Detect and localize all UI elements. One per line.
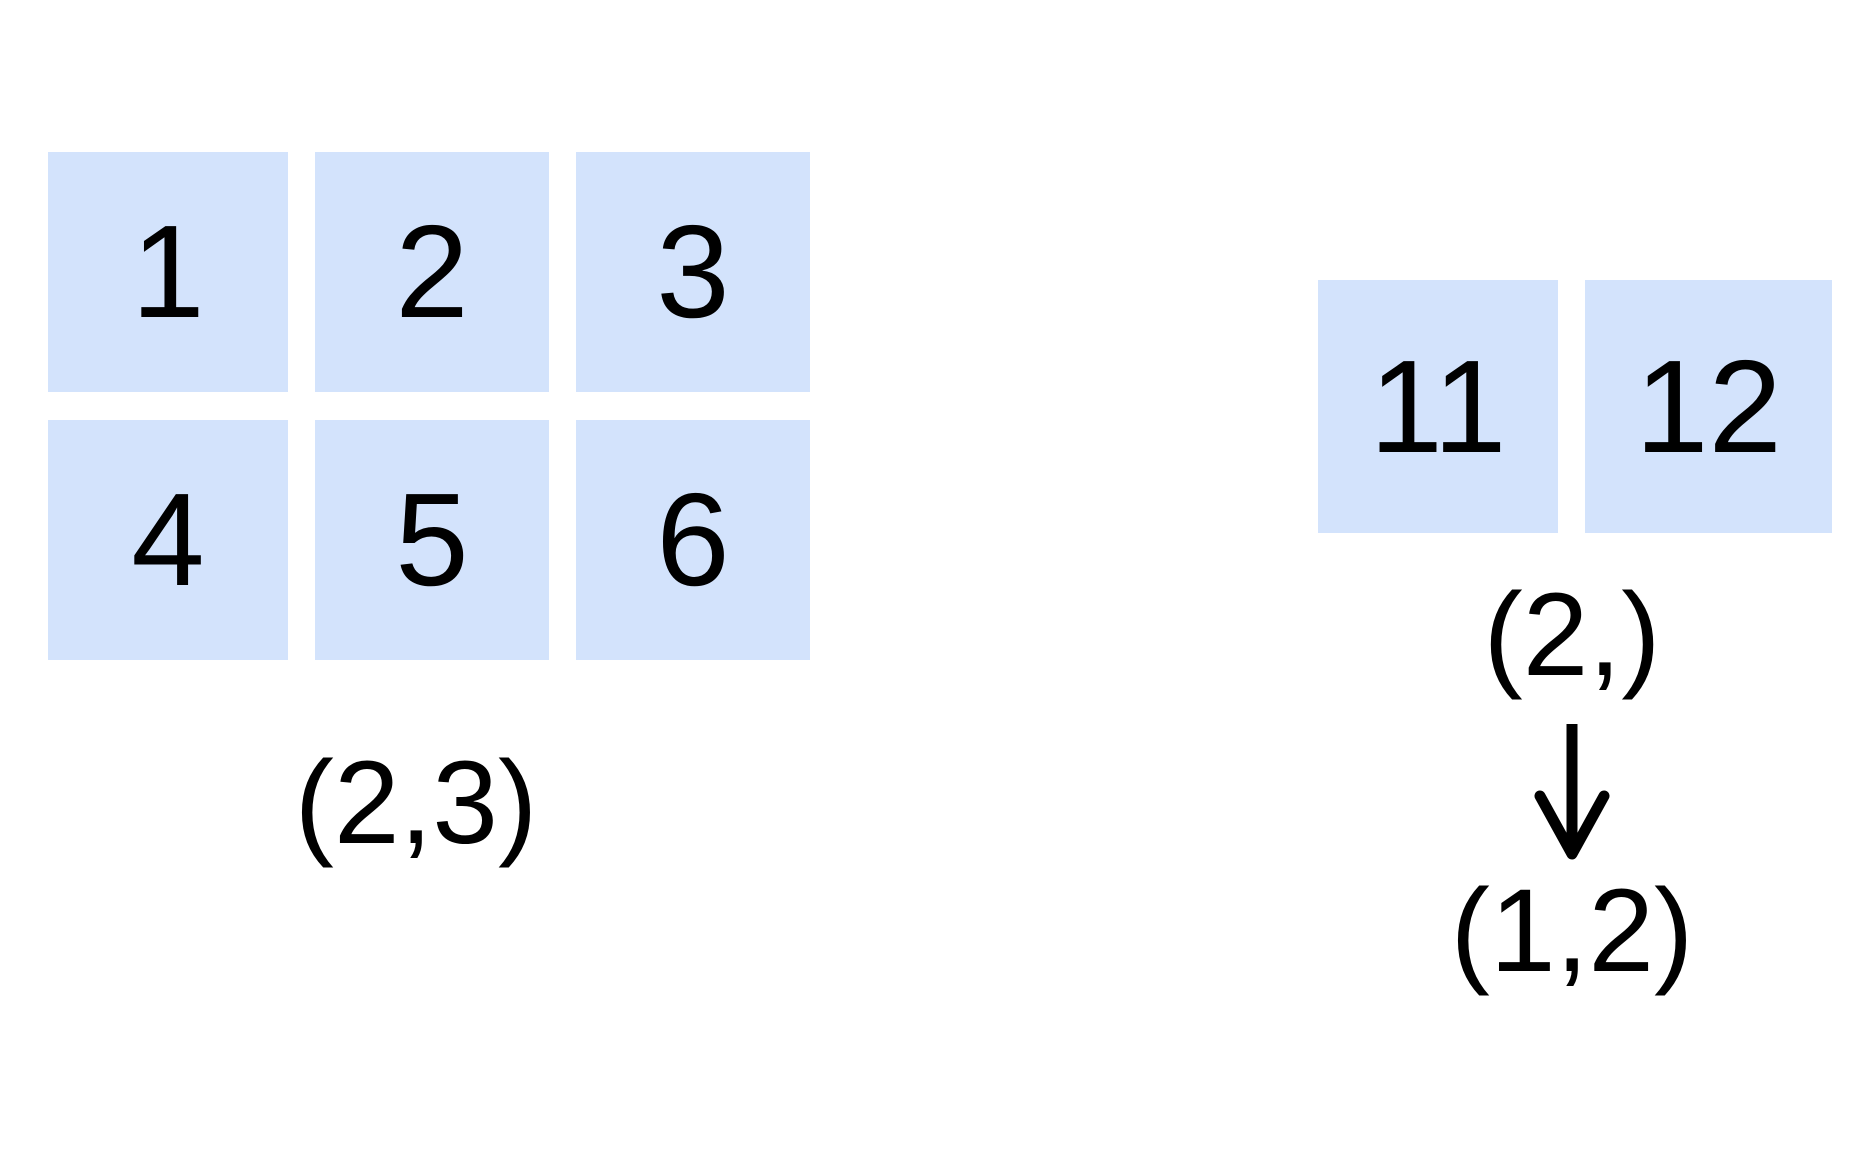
- matrix-cell: 6: [576, 420, 810, 660]
- result-shape-label: (1,2): [1450, 865, 1694, 997]
- matrix-cell: 1: [48, 152, 288, 392]
- matrix-cell: 3: [576, 152, 810, 392]
- matrix-cell: 5: [315, 420, 549, 660]
- arrow-down-icon: [1534, 724, 1610, 860]
- vector-cell: 12: [1585, 280, 1832, 533]
- vector-cell: 11: [1318, 280, 1558, 533]
- matrix-cell: 2: [315, 152, 549, 392]
- matrix-shape-label: (2,3): [294, 737, 538, 869]
- vector-shape-label: (2,): [1483, 569, 1661, 701]
- matrix-cell: 4: [48, 420, 288, 660]
